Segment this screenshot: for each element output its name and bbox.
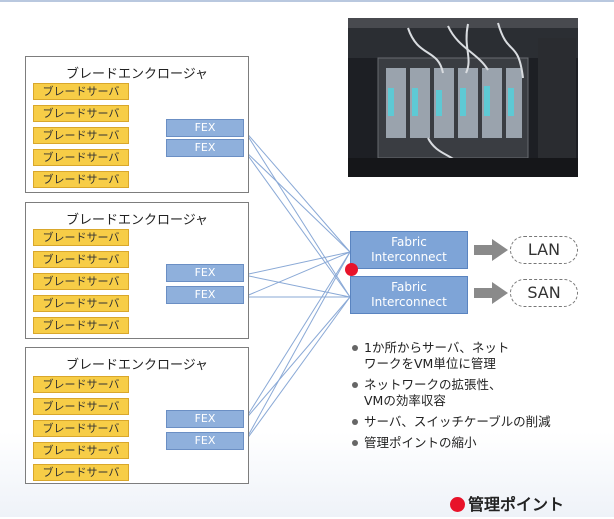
enclosure-title: ブレードエンクロージャ [65, 358, 209, 373]
management-point-legend-icon [450, 497, 465, 512]
blade-enclosure: ブレードエンクロージャ ブレードサーバ ブレードサーバ ブレードサーバ ブレード… [25, 202, 249, 339]
blade-server: ブレードサーバ [33, 229, 129, 246]
benefit-line: ネットワークの拡張性、 [364, 377, 502, 392]
fex-module: FEX [166, 410, 244, 428]
connection-line [243, 129, 351, 298]
connection-line [243, 251, 351, 298]
connection-line [243, 149, 351, 298]
fex-module: FEX [166, 264, 244, 282]
legend-label: 管理ポイント [468, 495, 565, 514]
connection-line [243, 251, 351, 444]
bullet-icon [352, 419, 358, 425]
blade-server: ブレードサーバ [33, 420, 129, 437]
connection-line [243, 251, 351, 422]
connection-line [243, 296, 351, 422]
lan-network-cloud: LAN [510, 236, 578, 264]
bullet-icon [352, 345, 358, 351]
blade-enclosure: ブレードエンクロージャ ブレードサーバ ブレードサーバ ブレードサーバ ブレード… [25, 347, 249, 484]
legend: 管理ポイント [450, 491, 565, 514]
blade-server: ブレードサーバ [33, 127, 129, 144]
benefit-item: 1か所からサーバ、ネットワークをVM単位に管理 [351, 340, 601, 372]
connection-line [243, 274, 351, 298]
fabric-interconnect-line2: Interconnect [371, 250, 447, 264]
blade-server: ブレードサーバ [33, 171, 129, 188]
blade-server: ブレードサーバ [33, 442, 129, 459]
bullet-icon [352, 382, 358, 388]
san-network-cloud: SAN [510, 279, 578, 307]
arrow-right-icon [474, 239, 508, 261]
blade-chassis-photo [348, 18, 578, 177]
blade-server: ブレードサーバ [33, 464, 129, 481]
blade-server: ブレードサーバ [33, 317, 129, 334]
blade-enclosure: ブレードエンクロージャ ブレードサーバ ブレードサーバ ブレードサーバ ブレード… [25, 56, 249, 193]
benefit-line: VMの効率収容 [364, 393, 446, 408]
fabric-interconnect-line2: Interconnect [371, 295, 447, 309]
enclosure-title: ブレードエンクロージャ [65, 67, 209, 82]
connection-line [243, 251, 351, 276]
fabric-interconnect: Fabric Interconnect [350, 276, 468, 314]
bullet-icon [352, 440, 358, 446]
fabric-interconnect: Fabric Interconnect [350, 231, 468, 269]
benefit-item: 管理ポイントの縮小 [351, 435, 601, 451]
benefit-list: 1か所からサーバ、ネットワークをVM単位に管理 ネットワークの拡張性、VMの効率… [351, 340, 601, 456]
fex-module: FEX [166, 119, 244, 137]
benefit-item: サーバ、スイッチケーブルの削減 [351, 414, 601, 430]
fabric-interconnect-line1: Fabric [391, 235, 427, 249]
blade-server: ブレードサーバ [33, 105, 129, 122]
fex-module: FEX [166, 286, 244, 304]
blade-server: ブレードサーバ [33, 251, 129, 268]
connection-line [243, 149, 351, 253]
benefit-line: ワークをVM単位に管理 [364, 356, 496, 371]
arrow-right-icon [474, 282, 508, 304]
blade-server: ブレードサーバ [33, 273, 129, 290]
benefit-line: サーバ、スイッチケーブルの削減 [364, 414, 551, 429]
benefit-line: 管理ポイントの縮小 [364, 435, 477, 450]
connection-line [243, 129, 351, 253]
blade-server: ブレードサーバ [33, 376, 129, 393]
blade-server: ブレードサーバ [33, 83, 129, 100]
fex-module: FEX [166, 432, 244, 450]
enclosure-title: ブレードエンクロージャ [65, 213, 209, 228]
benefit-item: ネットワークの拡張性、VMの効率収容 [351, 377, 601, 409]
blade-server: ブレードサーバ [33, 295, 129, 312]
connection-line [243, 296, 351, 444]
benefit-line: 1か所からサーバ、ネット [364, 340, 510, 355]
fex-module: FEX [166, 139, 244, 157]
fabric-interconnect-line1: Fabric [391, 280, 427, 294]
management-point-marker [345, 263, 358, 276]
blade-server: ブレードサーバ [33, 149, 129, 166]
blade-server: ブレードサーバ [33, 398, 129, 415]
